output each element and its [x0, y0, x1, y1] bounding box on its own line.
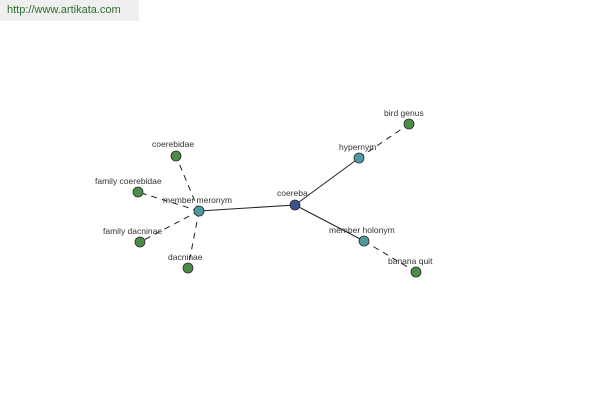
label-layer: coereba member meronym hypernym member holo…	[95, 108, 433, 266]
node-label-bird-genus: bird genus	[384, 108, 424, 118]
node-label-family-coerebidae: family coerebidae	[95, 176, 162, 186]
node-family-dacninae[interactable]	[134, 236, 146, 248]
node-hypernym[interactable]	[353, 152, 365, 164]
node-label-hypernym: hypernym	[339, 142, 376, 152]
node-label-banana-quit: banana quit	[388, 256, 433, 266]
node-banana-quit[interactable]	[410, 266, 422, 278]
node-label-member-holonym: member holonym	[329, 225, 395, 235]
node-label-coerebidae: coerebidae	[152, 139, 194, 149]
node-label-member-meronym: member meronym	[163, 195, 232, 205]
node-coerebidae[interactable]	[170, 150, 182, 162]
node-member-holonym[interactable]	[358, 235, 370, 247]
node-label-dacninae: dacninae	[168, 252, 203, 262]
edge-layer	[137, 123, 417, 273]
node-dacninae[interactable]	[182, 262, 194, 274]
node-family-coerebidae[interactable]	[132, 186, 144, 198]
edge-coereba-to-member-holonym	[294, 204, 365, 242]
node-label-family-dacninae: family dacninae	[103, 226, 162, 236]
edge-member-meronym-to-dacninae	[187, 210, 200, 269]
edge-member-meronym-to-family-dacninae	[139, 210, 200, 243]
edge-member-meronym-to-coerebidae	[175, 155, 200, 212]
edge-coereba-to-member-meronym	[198, 204, 296, 212]
node-coereba[interactable]	[289, 199, 301, 211]
node-bird-genus[interactable]	[403, 118, 415, 130]
node-label-coereba: coereba	[277, 188, 308, 198]
node-member-meronym[interactable]	[193, 205, 205, 217]
site-url-link[interactable]: http://www.artikata.com	[0, 0, 139, 21]
edge-hypernym-to-bird-genus	[358, 123, 410, 159]
node-layer	[132, 118, 422, 278]
edge-coereba-to-hypernym	[294, 157, 360, 206]
